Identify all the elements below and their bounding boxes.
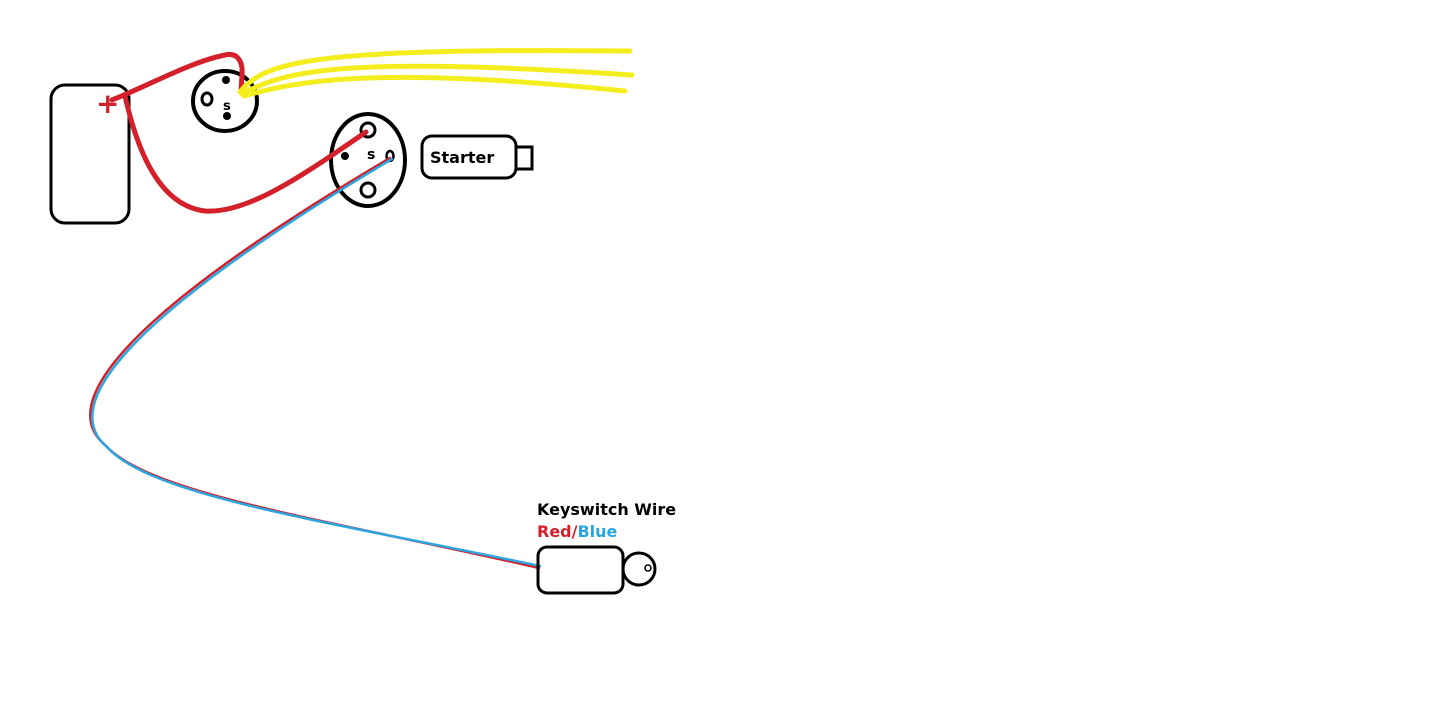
starter-solenoid [329, 112, 407, 208]
battery-positive-label: + [96, 87, 119, 120]
starter-solenoid-s-label: s [367, 147, 375, 163]
small-solenoid-terminal-bottom [223, 112, 231, 120]
battery-to-starter-solenoid-wire [122, 93, 369, 214]
keyswitch-knob [621, 551, 657, 587]
keyswitch-wire-red [89, 156, 541, 570]
starter-motor-nose [514, 145, 534, 171]
keyswitch-title: Keyswitch Wire [537, 500, 676, 519]
keyswitch-knob-center [644, 564, 652, 572]
small-solenoid-terminal-top [222, 76, 230, 84]
accessory-wire-2 [239, 63, 635, 97]
keyswitch-body [536, 545, 625, 595]
starter-label: Starter [430, 148, 494, 167]
small-solenoid-terminal-left [200, 91, 214, 107]
keyswitch-color-separator: / [572, 522, 578, 541]
small-solenoid-s-label: s [223, 99, 231, 114]
keyswitch-wire-blue [91, 157, 542, 568]
starter-solenoid-terminal-left [341, 152, 349, 160]
keyswitch-color-blue: Blue [577, 522, 617, 541]
accessory-wire-1 [237, 48, 633, 95]
accessory-wire-3 [241, 74, 628, 99]
battery [49, 83, 131, 225]
small-solenoid [191, 69, 259, 133]
battery-to-small-solenoid-wire [109, 51, 245, 103]
starter-solenoid-terminal-top [359, 121, 377, 139]
keyswitch-color-label: Red/Blue [537, 522, 618, 541]
keyswitch-color-red: Red [537, 522, 572, 541]
starter-solenoid-terminal-bottom [359, 181, 377, 199]
